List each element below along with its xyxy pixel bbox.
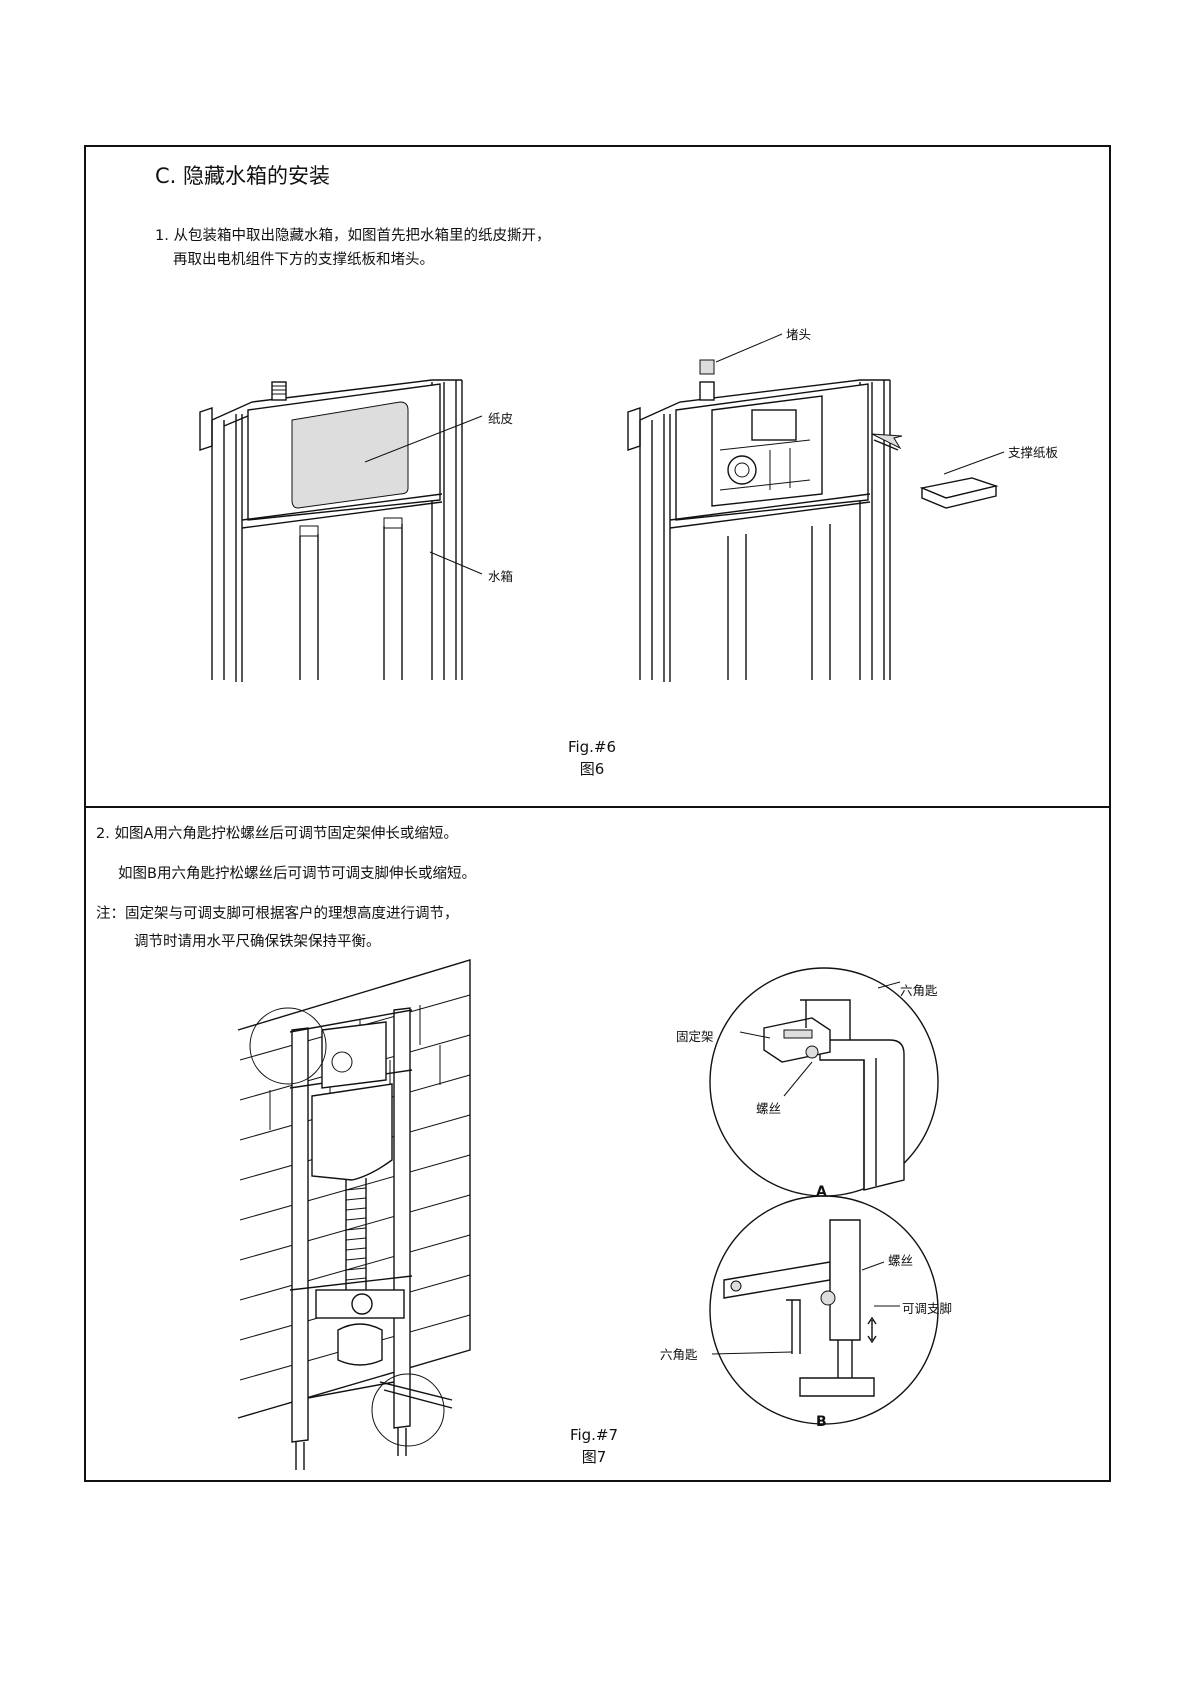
b-screw-label: 螺丝: [888, 1250, 913, 1269]
tank-illustration-right: [628, 334, 1004, 682]
label-paper: 纸皮: [488, 408, 513, 427]
note-line1: 注：固定架与可调支脚可根据客户的理想高度进行调节，: [96, 902, 459, 923]
label-plug: 堵头: [786, 324, 811, 343]
note-line2: 调节时请用水平尺确保铁架保持平衡。: [134, 930, 381, 951]
detail-a-illustration: [710, 968, 938, 1196]
a-hex-key-label: 六角匙: [900, 980, 938, 999]
tank-illustration-left: [200, 380, 482, 682]
detail-a-letter: A: [816, 1184, 827, 1200]
label-tank: 水箱: [488, 566, 513, 585]
step2-line2: 如图B用六角匙拧松螺丝后可调节可调支脚伸长或缩短。: [118, 862, 476, 883]
a-screw-label: 螺丝: [756, 1098, 781, 1117]
detail-b-letter: B: [816, 1414, 827, 1430]
b-hex-key-label: 六角匙: [660, 1344, 698, 1363]
fig7-caption-en: Fig.#7: [534, 1426, 654, 1444]
label-support-board: 支撑纸板: [1008, 442, 1058, 461]
a-bracket-label: 固定架: [676, 1026, 714, 1045]
b-leg-label: 可调支脚: [902, 1298, 952, 1317]
fig6-caption-cn: 图6: [532, 758, 652, 779]
step2-line1: 2. 如图A用六角匙拧松螺丝后可调节固定架伸长或缩短。: [96, 822, 458, 843]
fig6-caption-en: Fig.#6: [532, 738, 652, 756]
fig7-caption-cn: 图7: [534, 1446, 654, 1467]
installation-illustration: [238, 960, 470, 1470]
